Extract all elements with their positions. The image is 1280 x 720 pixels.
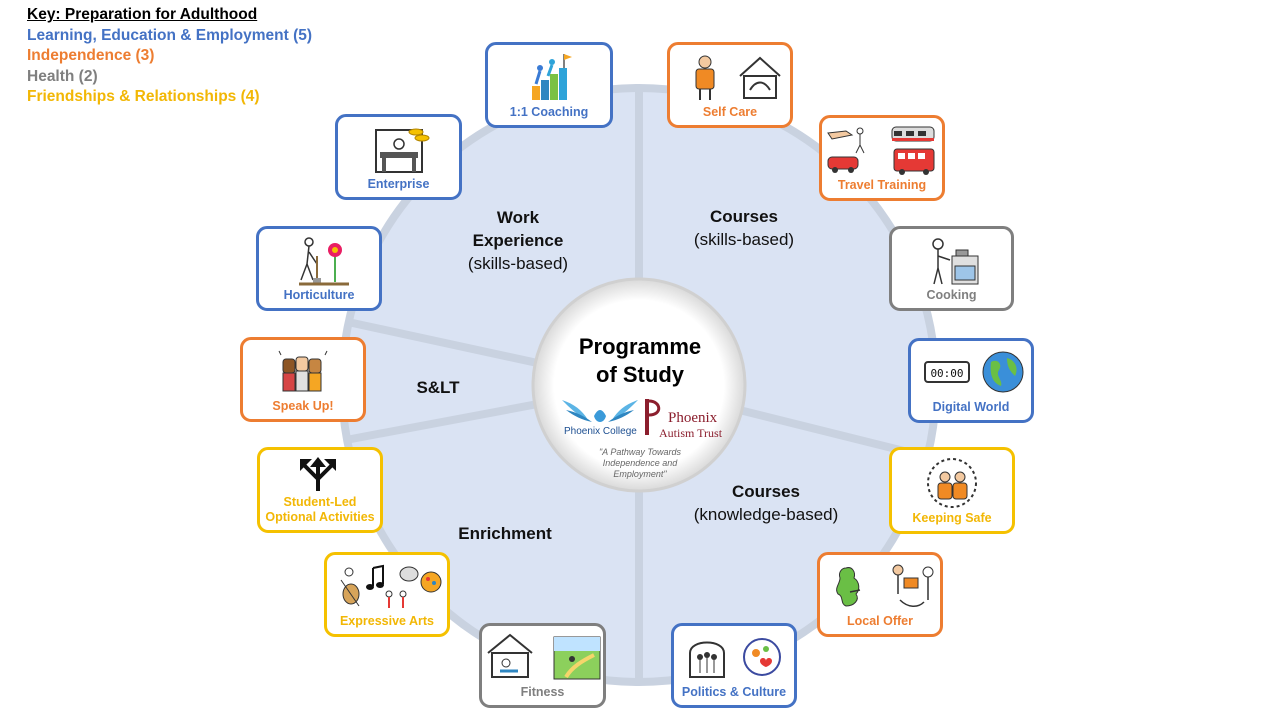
box-enterprise: Enterprise (335, 114, 462, 200)
box-keeping-safe: Keeping Safe (889, 447, 1015, 534)
key-legend: Key: Preparation for Adulthood Learning,… (27, 5, 312, 108)
box-coaching-label: 1:1 Coaching (509, 105, 589, 119)
segment-enrichment: Enrichment (440, 522, 570, 545)
key-item-learning: Learning, Education & Employment (5) (27, 26, 313, 44)
center-tagline: "A Pathway Towards Independence and Empl… (598, 447, 682, 479)
trust-name-line2: Autism Trust (659, 426, 723, 440)
segment-courses-skills: Courses (skills-based) (674, 205, 814, 251)
parliament-and-culture-icon (689, 638, 781, 678)
segment-work-line2: Experience (472, 231, 564, 250)
box-expressive-arts: Expressive Arts (324, 552, 450, 637)
train-bus-car-icon (827, 126, 935, 175)
music-drama-art-icon (340, 564, 442, 608)
key-item-health: Health (2) (27, 67, 98, 85)
college-name: Phoenix College (564, 426, 637, 437)
center-title: Programme of Study (550, 333, 730, 389)
box-self-care: Self Care (667, 42, 793, 128)
box-politics-culture: Politics & Culture (671, 623, 797, 708)
box-horticulture: Horticulture (256, 226, 382, 311)
box-travel-training-label: Travel Training (837, 178, 927, 192)
phoenix-trust-logo (645, 399, 661, 435)
box-digital-world-label: Digital World (932, 400, 1010, 414)
box-student-led: Student-Led Optional Activities (257, 447, 383, 533)
box-horticulture-label: Horticulture (283, 288, 355, 302)
uk-map-and-person-icon (836, 564, 934, 607)
segment-courses-knowledge: Courses (knowledge-based) (666, 480, 866, 526)
person-and-caring-house-icon (695, 55, 781, 100)
box-digital-world: 00:00 Digital World (908, 338, 1034, 423)
key-title: Key: Preparation for Adulthood (27, 6, 258, 23)
person-gardening-icon (299, 237, 349, 286)
box-politics-culture-label: Politics & Culture (681, 685, 787, 699)
box-keeping-safe-label: Keeping Safe (912, 511, 992, 525)
box-local-offer: Local Offer (817, 552, 943, 637)
podium-steps-icon (532, 54, 572, 100)
people-safe-circle-icon (927, 458, 977, 508)
segment-courses-knowledge-sub: (knowledge-based) (693, 505, 839, 524)
segment-courses-knowledge-line1: Courses (731, 482, 801, 501)
trust-name-line1: Phoenix (668, 410, 718, 426)
key-item-independence: Independence (3) (27, 47, 155, 64)
branching-arrows-icon (300, 457, 336, 491)
segment-enrichment-label: Enrichment (458, 524, 552, 543)
box-coaching: 1:1 Coaching (485, 42, 613, 128)
desk-and-coins-icon (375, 128, 430, 173)
segment-slt-label: S&LT (416, 378, 460, 397)
box-speak-up: Speak Up! (240, 337, 366, 422)
center-title-line1: Programme (578, 334, 702, 359)
box-travel-training: Travel Training (819, 115, 945, 201)
box-student-led-label: Student-Led Optional Activities (260, 495, 380, 525)
gym-and-park-icon (487, 633, 601, 680)
svg-text:00:00: 00:00 (930, 367, 963, 380)
box-fitness: Fitness (479, 623, 606, 708)
box-cooking: Cooking (889, 226, 1014, 311)
center-title-line2: of Study (596, 362, 684, 387)
person-cooking-icon (932, 238, 979, 285)
center-disc (531, 277, 747, 493)
segment-courses-skills-line1: Courses (709, 207, 779, 226)
box-self-care-label: Self Care (702, 105, 758, 119)
box-local-offer-label: Local Offer (847, 614, 913, 628)
phoenix-college-logo (562, 400, 638, 422)
box-cooking-label: Cooking (926, 288, 977, 302)
segment-work-experience: Work Experience (skills-based) (448, 206, 588, 275)
raised-fists-icon (278, 350, 328, 392)
segment-work-line1: Work (496, 208, 540, 227)
box-speak-up-label: Speak Up! (272, 399, 334, 413)
box-fitness-label: Fitness (520, 685, 565, 699)
digital-clock-and-globe-icon: 00:00 (924, 351, 1024, 393)
box-expressive-arts-label: Expressive Arts (339, 614, 435, 628)
segment-slt: S&LT (398, 376, 478, 399)
segment-work-sub: (skills-based) (467, 254, 569, 273)
box-enterprise-label: Enterprise (367, 177, 430, 191)
box-student-led-line1: Student-Led (283, 495, 357, 509)
box-student-led-line2: Optional Activities (265, 510, 375, 524)
key-item-friendships: Friendships & Relationships (4) (27, 88, 260, 105)
segment-courses-skills-sub: (skills-based) (693, 230, 795, 249)
